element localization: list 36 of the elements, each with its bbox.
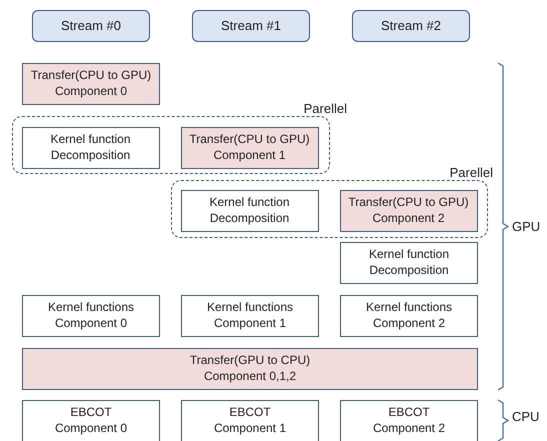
- box-label: EBCOT Component 0: [54, 405, 128, 437]
- box-label: Kernel function Decomposition: [368, 247, 450, 279]
- process-box: [340, 400, 478, 441]
- process-box: [340, 295, 478, 337]
- box-label: Kernel functions Component 2: [364, 300, 454, 332]
- group-label: CPU: [512, 409, 540, 424]
- group-label: GPU: [512, 219, 540, 234]
- box-label: EBCOT Component 1: [212, 405, 288, 437]
- box-label: Kernel function Decomposition: [208, 194, 291, 226]
- process-box: [22, 295, 160, 337]
- box-label: Stream #0: [60, 18, 122, 34]
- transfer-box: [340, 190, 478, 232]
- stream-header: [32, 10, 150, 42]
- box-label: Kernel functions Component 0: [46, 300, 136, 332]
- stream-header: [192, 10, 310, 42]
- transfer-box: [22, 63, 160, 105]
- process-box: [22, 400, 160, 441]
- box-label: EBCOT Component 2: [372, 405, 446, 437]
- box-label: Transfer(CPU to GPU) Component 1: [188, 132, 311, 164]
- box-label: Transfer(CPU to GPU) Component 2: [347, 194, 470, 226]
- box-label: Stream #2: [380, 18, 442, 34]
- box-label: Stream #1: [220, 18, 282, 34]
- group-label: Parellel: [304, 101, 347, 116]
- box-label: Transfer(CPU to GPU) Component 0: [30, 68, 152, 100]
- box-label: Kernel functions Component 1: [206, 300, 294, 332]
- process-box: [181, 400, 319, 441]
- process-box: [22, 126, 160, 168]
- group-label: Parellel: [450, 165, 493, 180]
- stream-header: [352, 10, 470, 42]
- process-box: [180, 190, 318, 232]
- process-box: [340, 242, 478, 284]
- transfer-box: [180, 126, 318, 168]
- box-label: Transfer(GPU to CPU) Component 0,1,2: [188, 353, 312, 385]
- box-label: Kernel function Decomposition: [49, 132, 132, 164]
- process-box: [181, 295, 319, 337]
- transfer-box: [22, 348, 478, 390]
